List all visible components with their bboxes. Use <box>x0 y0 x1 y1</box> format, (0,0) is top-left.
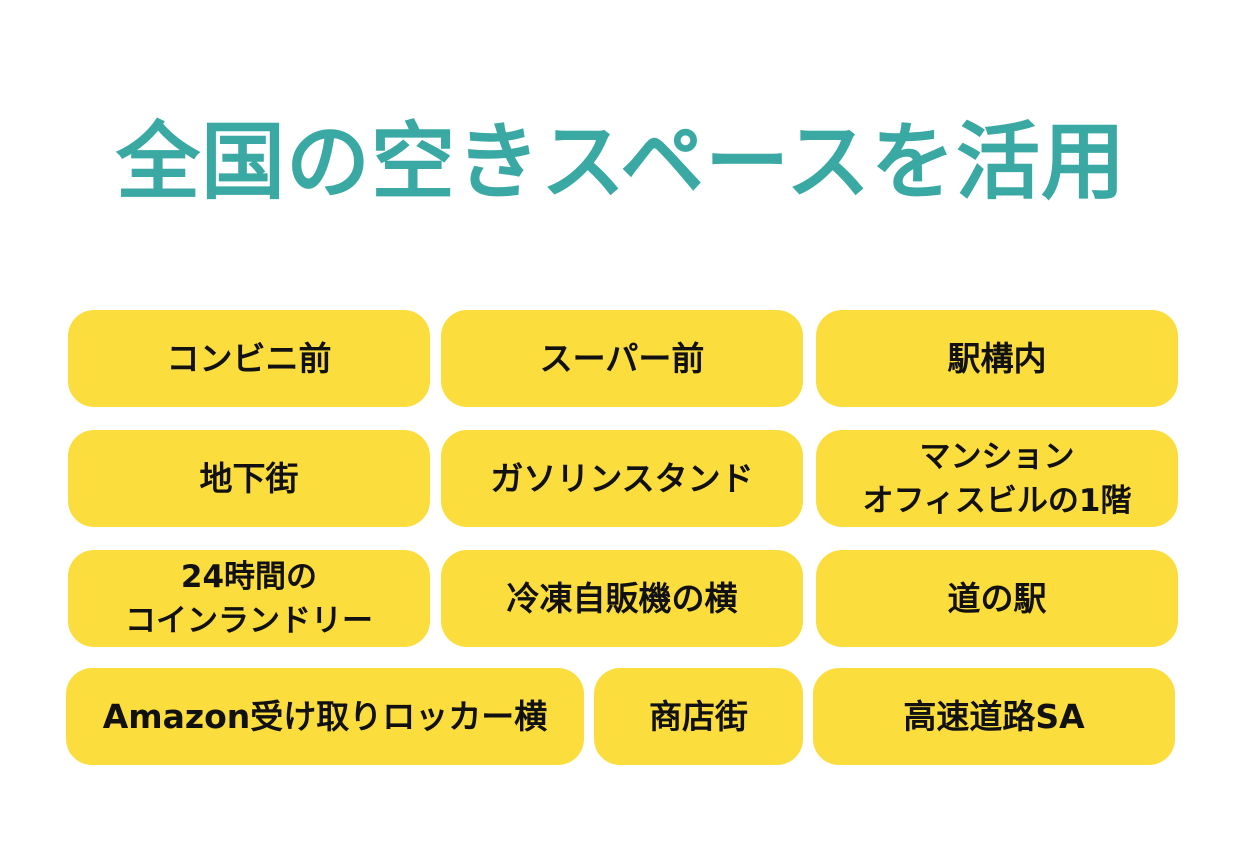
tile-label: スーパー前 <box>539 338 705 378</box>
tile-label: 地下街 <box>199 458 299 498</box>
tile-label: 駅構内 <box>947 338 1047 378</box>
page-title: 全国の空きスペースを活用 <box>116 113 1126 211</box>
tile-label: Amazon受け取りロッカー横 <box>102 696 548 736</box>
tile-label: コンビニ前 <box>166 338 332 378</box>
tile-label: 高速道路SA <box>903 696 1085 736</box>
location-tile-station: 駅構内 <box>816 310 1178 407</box>
tile-label: 24時間の コインランドリー <box>125 558 373 639</box>
location-tile-building-ground-floor: マンション オフィスビルの1階 <box>816 430 1178 527</box>
location-tile-shopping-street: 商店街 <box>594 668 803 765</box>
location-tile-amazon-locker: Amazon受け取りロッカー横 <box>66 668 584 765</box>
location-tile-gas-station: ガソリンスタンド <box>441 430 803 527</box>
location-tile-laundromat: 24時間の コインランドリー <box>68 550 430 647</box>
location-tile-underground-mall: 地下街 <box>68 430 430 527</box>
location-tile-convenience-store: コンビニ前 <box>68 310 430 407</box>
location-tile-frozen-vending: 冷凍自販機の横 <box>441 550 803 647</box>
tile-label: ガソリンスタンド <box>490 458 754 498</box>
tile-label: マンション オフィスビルの1階 <box>862 438 1132 519</box>
location-tile-highway-sa: 高速道路SA <box>813 668 1175 765</box>
tile-label: 冷凍自販機の横 <box>506 578 738 618</box>
location-tile-supermarket: スーパー前 <box>441 310 803 407</box>
tile-label: 商店街 <box>649 696 748 736</box>
tile-label: 道の駅 <box>947 578 1047 618</box>
location-tile-roadside-station: 道の駅 <box>816 550 1178 647</box>
